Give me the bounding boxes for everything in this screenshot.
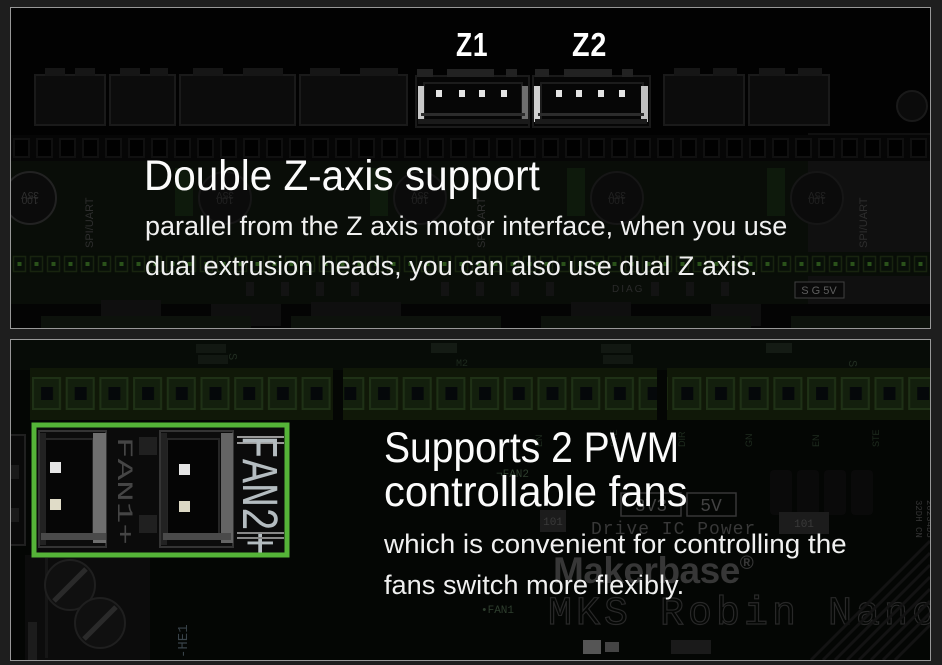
- svg-text:101: 101: [794, 519, 814, 531]
- svg-text:3V3: 3V3: [635, 497, 667, 517]
- svg-text:EN: EN: [534, 434, 544, 447]
- svg-text:Drive IC Power: Drive IC Power: [591, 520, 756, 540]
- svg-text:100: 100: [216, 194, 233, 205]
- svg-text:35V: 35V: [608, 189, 626, 200]
- svg-text:-HE1: -HE1: [176, 624, 192, 658]
- svg-text:STE: STE: [871, 429, 881, 447]
- svg-text:FAN2+: FAN2+: [227, 435, 286, 555]
- svg-text:100: 100: [21, 194, 38, 205]
- svg-text:FAN1+: FAN1+: [111, 437, 136, 545]
- svg-text:S: S: [225, 353, 239, 360]
- svg-text:STE: STE: [609, 429, 619, 447]
- svg-text:¬FAN2: ¬FAN2: [496, 469, 529, 481]
- svg-text:32DH CN: 32DH CN: [913, 500, 923, 538]
- svg-text:S: S: [845, 360, 859, 367]
- svg-text:35V: 35V: [21, 189, 39, 200]
- svg-text:SPI/UART: SPI/UART: [84, 197, 96, 248]
- svg-text:100: 100: [411, 194, 428, 205]
- svg-text:20234D5: 20234D5: [924, 500, 930, 538]
- svg-text:EN: EN: [811, 434, 821, 447]
- svg-text:100: 100: [808, 194, 825, 205]
- svg-text:35V: 35V: [216, 189, 234, 200]
- svg-text:35V: 35V: [411, 189, 429, 200]
- svg-text:DIR: DIR: [677, 431, 687, 447]
- svg-text:35V: 35V: [808, 189, 826, 200]
- svg-text:5V: 5V: [700, 497, 722, 517]
- svg-text:M2: M2: [456, 359, 468, 370]
- svg-text:Makerbase®: Makerbase®: [553, 550, 754, 591]
- svg-text:S G 5V: S G 5V: [801, 285, 837, 297]
- svg-text:SPI/UART: SPI/UART: [858, 197, 870, 248]
- svg-text:•FAN1: •FAN1: [481, 605, 514, 617]
- svg-text:DIAG: DIAG: [612, 284, 644, 295]
- svg-text:GN: GN: [744, 434, 754, 448]
- svg-text:SPI/UART: SPI/UART: [476, 197, 488, 248]
- svg-text:100: 100: [608, 194, 625, 205]
- svg-text:101: 101: [543, 517, 563, 529]
